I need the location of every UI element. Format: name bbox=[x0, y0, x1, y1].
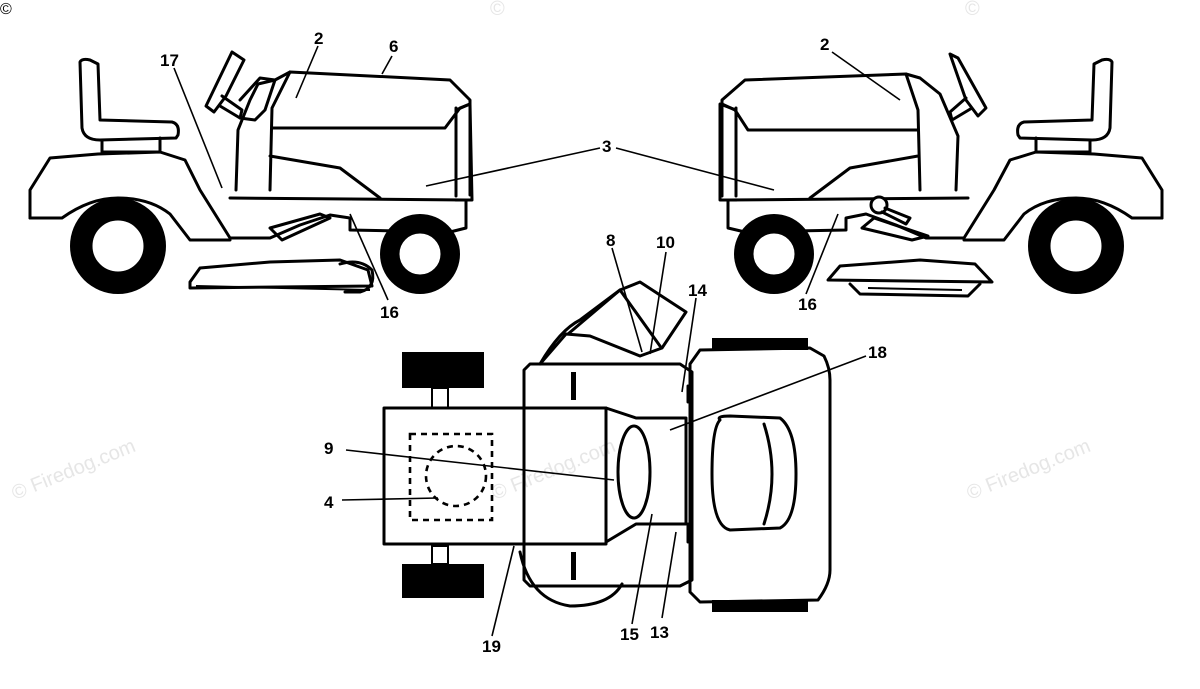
callout-labels: 17 2 6 3 16 2 16 8 10 14 18 9 4 15 13 19 bbox=[160, 29, 887, 656]
callout-top-13: 13 bbox=[650, 623, 669, 642]
top-slot-lower bbox=[571, 552, 576, 580]
callout-top-8: 8 bbox=[606, 231, 615, 250]
callout-top-4: 4 bbox=[324, 493, 334, 512]
pointer-left-6 bbox=[381, 55, 393, 75]
pointer-left-16 bbox=[349, 213, 389, 301]
right-side-view bbox=[718, 52, 1164, 298]
pointer-left-2 bbox=[295, 45, 319, 99]
right-gear-knob bbox=[869, 195, 889, 215]
right-deck-skirt bbox=[848, 282, 982, 298]
top-front-tire-lower bbox=[712, 600, 808, 612]
right-deck-rail bbox=[867, 287, 963, 291]
left-rear-hub bbox=[89, 217, 147, 275]
pointer-top-4 bbox=[341, 497, 439, 501]
pointer-top-10 bbox=[649, 251, 667, 355]
copyright-mark: © bbox=[0, 1, 12, 18]
left-grille bbox=[454, 102, 474, 202]
callout-top-9: 9 bbox=[324, 439, 333, 458]
top-rear-tire-upper bbox=[402, 352, 484, 388]
top-front-tire-upper bbox=[712, 338, 808, 350]
right-footrest bbox=[860, 216, 930, 242]
pointer-3-left bbox=[425, 147, 601, 187]
right-seat bbox=[1016, 57, 1114, 142]
top-hood bbox=[688, 346, 832, 604]
left-footrest bbox=[268, 212, 332, 242]
left-steering-column bbox=[238, 76, 277, 122]
top-axle-lower bbox=[431, 545, 449, 565]
top-slot-upper bbox=[571, 372, 576, 400]
watermark-top-mid: © bbox=[490, 0, 505, 20]
callout-top-10: 10 bbox=[656, 233, 675, 252]
left-mower-deck bbox=[188, 258, 374, 290]
top-tunnel bbox=[604, 406, 688, 544]
top-fuel-tank-outline bbox=[408, 432, 494, 522]
left-rear-fender bbox=[28, 150, 468, 240]
watermark-left: © Firedog.com bbox=[9, 435, 139, 505]
callout-right-2: 2 bbox=[820, 35, 829, 54]
callout-top-15: 15 bbox=[620, 625, 639, 644]
right-grille bbox=[718, 102, 738, 202]
right-front-hub bbox=[750, 230, 798, 278]
pointer-top-13 bbox=[661, 531, 677, 619]
watermark-right: © Firedog.com bbox=[964, 435, 1094, 505]
top-axle-upper bbox=[431, 387, 449, 409]
pointer-right-2 bbox=[831, 51, 901, 101]
callout-right-16: 16 bbox=[798, 295, 817, 314]
pointer-3-right bbox=[615, 147, 775, 191]
left-dash bbox=[234, 70, 472, 197]
top-engine-cover-ridge bbox=[762, 422, 774, 526]
callout-center-3: 3 bbox=[602, 137, 611, 156]
watermark-top-right: © bbox=[965, 0, 980, 20]
callout-left-2: 2 bbox=[314, 29, 323, 48]
left-side-view bbox=[28, 50, 474, 294]
pointer-top-18 bbox=[669, 355, 867, 431]
top-view bbox=[382, 280, 832, 612]
pointer-lines bbox=[173, 45, 901, 637]
right-mower-deck bbox=[826, 258, 994, 284]
pointer-top-15 bbox=[631, 513, 653, 625]
left-seat bbox=[78, 57, 180, 142]
right-gear-lever bbox=[880, 206, 912, 226]
top-deck-lower-curve bbox=[518, 550, 624, 608]
pointer-right-16 bbox=[805, 213, 839, 295]
watermark-center: © Firedog.com bbox=[489, 435, 619, 505]
right-rear-hub bbox=[1047, 217, 1105, 275]
pointer-left-17 bbox=[173, 67, 223, 189]
callout-left-17: 17 bbox=[160, 51, 179, 70]
top-deck bbox=[522, 362, 694, 588]
left-hood bbox=[268, 70, 472, 200]
pointer-top-8 bbox=[611, 247, 643, 353]
callout-top-18: 18 bbox=[868, 343, 887, 362]
callout-top-cut: 19 bbox=[482, 637, 501, 656]
callout-top-14: 14 bbox=[688, 281, 707, 300]
pointer-top-cut bbox=[491, 545, 515, 637]
top-rear-tire-lower bbox=[402, 564, 484, 598]
top-discharge-chute bbox=[538, 280, 688, 366]
top-engine-cover bbox=[710, 414, 798, 532]
right-steering-wheel bbox=[948, 52, 988, 122]
top-fuel-cap-outline bbox=[424, 444, 488, 508]
right-dash bbox=[720, 72, 960, 198]
pointer-top-14 bbox=[681, 297, 697, 393]
right-hood bbox=[720, 72, 922, 200]
callout-left-6: 6 bbox=[389, 37, 398, 56]
callout-left-16: 16 bbox=[380, 303, 399, 322]
top-dash-oval bbox=[616, 424, 652, 520]
pointer-top-9 bbox=[345, 449, 615, 481]
left-deck-lower bbox=[195, 285, 371, 291]
left-steering-wheel bbox=[204, 50, 246, 120]
left-front-hub bbox=[396, 230, 444, 278]
